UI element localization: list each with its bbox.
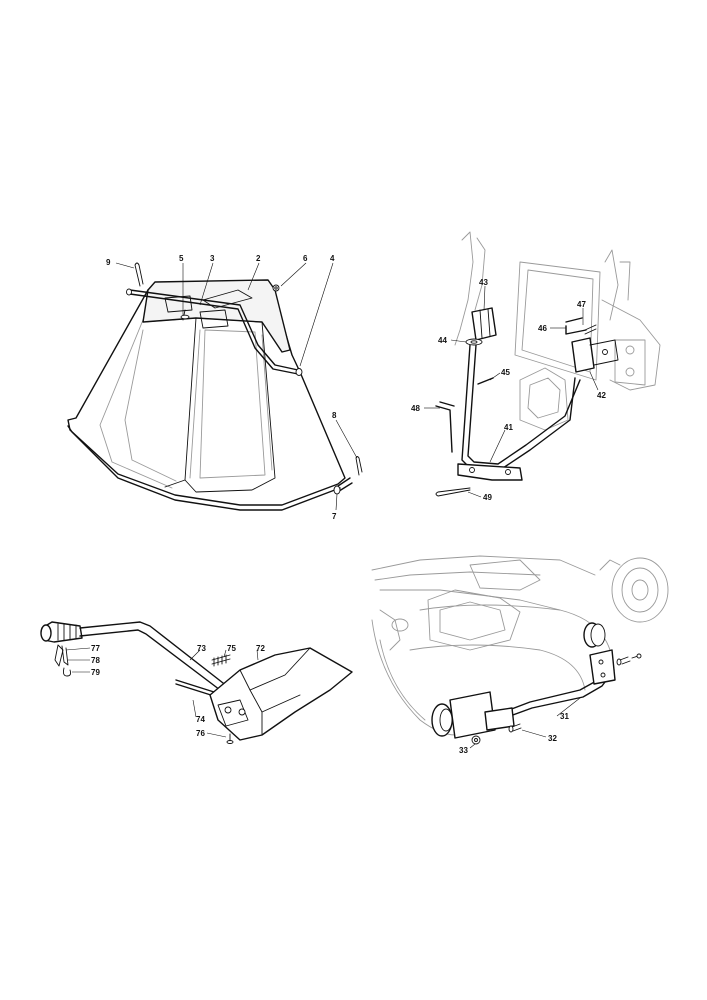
hitch-bracket-left	[471, 307, 497, 341]
callout-6: 6	[303, 254, 308, 263]
callout-73: 73	[197, 644, 206, 653]
callout-47: 47	[577, 300, 586, 309]
callout-31: 31	[560, 712, 569, 721]
panel-discharge-lever: 77 78 79 73 75 72 74 76	[40, 621, 353, 744]
callout-2: 2	[256, 254, 261, 263]
callout-42: 42	[597, 391, 606, 400]
callout-33: 33	[459, 746, 468, 755]
gauge-wheel-right	[583, 622, 606, 648]
callout-9: 9	[106, 258, 111, 267]
callout-43: 43	[479, 278, 488, 287]
catcher-lid	[142, 279, 291, 353]
panel-rear-hitch: 43 44 47 46 45 42 48 41 49	[411, 231, 661, 502]
lever-rod	[79, 621, 233, 691]
callout-74: 74	[196, 715, 205, 724]
callout-8: 8	[332, 411, 337, 420]
callout-7: 7	[332, 512, 337, 521]
callout-78: 78	[91, 656, 100, 665]
callout-72: 72	[256, 644, 265, 653]
catcher-bag	[67, 287, 346, 506]
callout-49: 49	[483, 493, 492, 502]
callout-48: 48	[411, 404, 420, 413]
callout-3: 3	[210, 254, 215, 263]
panel-deck-bumper: 31 32 33	[371, 555, 669, 755]
callout-76: 76	[196, 729, 205, 738]
catcher-frame-rod	[129, 289, 299, 371]
callout-4: 4	[330, 254, 335, 263]
panel-grass-catcher: 9 5 3 2 6 4 8 7	[67, 254, 363, 521]
hitch-bracket-right	[571, 337, 595, 373]
callout-41: 41	[504, 423, 513, 432]
callout-46: 46	[538, 324, 547, 333]
callout-32: 32	[548, 734, 557, 743]
callout-77: 77	[91, 644, 100, 653]
callout-79: 79	[91, 668, 100, 677]
callout-45: 45	[501, 368, 510, 377]
discharge-deflector	[209, 647, 353, 741]
callout-44: 44	[438, 336, 447, 345]
callout-75: 75	[227, 644, 236, 653]
gauge-wheel-left	[431, 691, 496, 739]
callout-5: 5	[179, 254, 184, 263]
